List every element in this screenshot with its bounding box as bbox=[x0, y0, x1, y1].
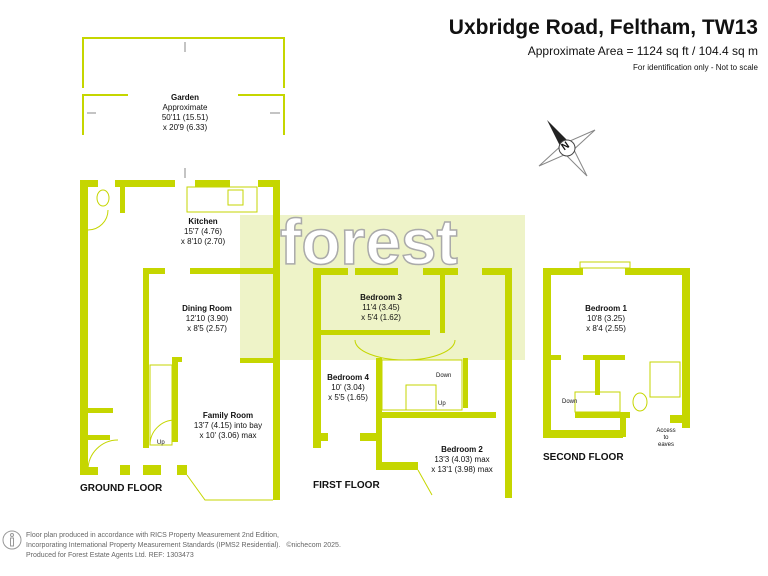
room-dim: 10' (3.04) bbox=[331, 383, 365, 392]
ground-floor-walls bbox=[80, 180, 280, 500]
garden-outline bbox=[82, 37, 285, 135]
ground-floor-fixtures bbox=[87, 186, 273, 501]
room-name: Bedroom 2 bbox=[441, 445, 483, 454]
room-dim: x 5'4 (1.62) bbox=[361, 313, 401, 322]
first-floor-label: FIRST FLOOR bbox=[313, 480, 380, 491]
eaves-access-label: Access to eaves bbox=[656, 428, 676, 448]
room-name: Bedroom 3 bbox=[360, 293, 402, 302]
copyright: ©nichecom 2025. bbox=[286, 542, 341, 549]
room-dim: 10'8 (3.25) bbox=[586, 314, 625, 323]
room-dim: 13'7 (4.15) into bay bbox=[193, 421, 263, 430]
room-label-dining: Dining Room 12'10 (3.90) x 8'5 (2.57) bbox=[182, 304, 232, 334]
room-name: Kitchen bbox=[188, 217, 218, 226]
north-compass-icon bbox=[538, 120, 596, 177]
room-dim: 12'10 (3.90) bbox=[185, 314, 229, 323]
room-name: Bedroom 1 bbox=[585, 304, 627, 313]
forest-watermark: forest bbox=[280, 206, 458, 278]
room-dim: 15'7 (4.76) bbox=[184, 227, 222, 236]
room-name: Dining Room bbox=[182, 304, 232, 313]
ground-floor-label: GROUND FLOOR bbox=[80, 483, 163, 494]
property-title: Uxbridge Road, Feltham, TW13 bbox=[448, 16, 758, 39]
room-label-bedroom4: Bedroom 4 10' (3.04) x 5'5 (1.65) bbox=[327, 373, 369, 403]
room-dim: x 5'5 (1.65) bbox=[328, 393, 368, 402]
room-name: Bedroom 4 bbox=[327, 373, 369, 382]
room-name: Garden bbox=[170, 93, 199, 102]
room-label-family: Family Room 13'7 (4.15) into bay x 10' (… bbox=[194, 411, 262, 441]
room-dim: x 8'5 (2.57) bbox=[187, 324, 227, 333]
approximate-area: Approximate Area = 1124 sq ft / 104.4 sq… bbox=[527, 44, 758, 58]
room-dim: x 20'9 (6.33) bbox=[162, 123, 208, 132]
footer-line: Floor plan produced in accordance with R… bbox=[26, 532, 279, 539]
stairs-up-ground: Up bbox=[157, 440, 165, 446]
stairs-down-first: Down bbox=[436, 373, 452, 379]
footer-line: Incorporating International Property Mea… bbox=[26, 541, 341, 551]
room-name: Family Room bbox=[202, 411, 254, 420]
room-label-bedroom1: Bedroom 1 10'8 (3.25) x 8'4 (2.55) bbox=[585, 304, 627, 334]
room-label-bedroom2: Bedroom 2 13'3 (4.03) max x 13'1 (3.98) … bbox=[431, 445, 493, 475]
stairs-down-second: Down bbox=[562, 399, 578, 405]
footer-disclaimer: Floor plan produced in accordance with R… bbox=[26, 531, 341, 561]
second-floor-walls bbox=[543, 268, 690, 438]
stairs-up-first: Up bbox=[438, 401, 446, 407]
room-label-garden: Garden Approximate 50'11 (15.51) x 20'9 … bbox=[162, 93, 208, 133]
garden-dimension-arrows bbox=[87, 42, 280, 178]
second-floor-fixtures bbox=[574, 261, 681, 413]
first-floor-fixtures bbox=[354, 339, 463, 496]
second-floor-label: SECOND FLOOR bbox=[543, 452, 624, 463]
room-dim: 50'11 (15.51) bbox=[161, 113, 209, 122]
room-dim: x 8'10 (2.70) bbox=[180, 237, 226, 246]
room-dim: x 8'4 (2.55) bbox=[586, 324, 626, 333]
footer-line: Produced for Forest Estate Agents Ltd. R… bbox=[26, 552, 194, 559]
room-dim: x 13'1 (3.98) max bbox=[431, 465, 493, 474]
room-dim: Approximate bbox=[162, 103, 208, 112]
highlight-area bbox=[240, 215, 525, 360]
room-label-bedroom3: Bedroom 3 11'4 (3.45) x 5'4 (1.62) bbox=[360, 293, 402, 323]
room-label-kitchen: Kitchen 15'7 (4.76) x 8'10 (2.70) bbox=[181, 217, 225, 247]
footer-text: Incorporating International Property Mea… bbox=[26, 542, 281, 549]
room-dim: 11'4 (3.45) bbox=[362, 303, 400, 312]
first-floor-walls bbox=[313, 268, 512, 498]
scale-note: For identification only - Not to scale bbox=[633, 63, 758, 72]
room-dim: 13'3 (4.03) max bbox=[434, 455, 490, 464]
room-dim: x 10' (3.06) max bbox=[199, 431, 257, 440]
rics-person-icon bbox=[2, 530, 22, 550]
